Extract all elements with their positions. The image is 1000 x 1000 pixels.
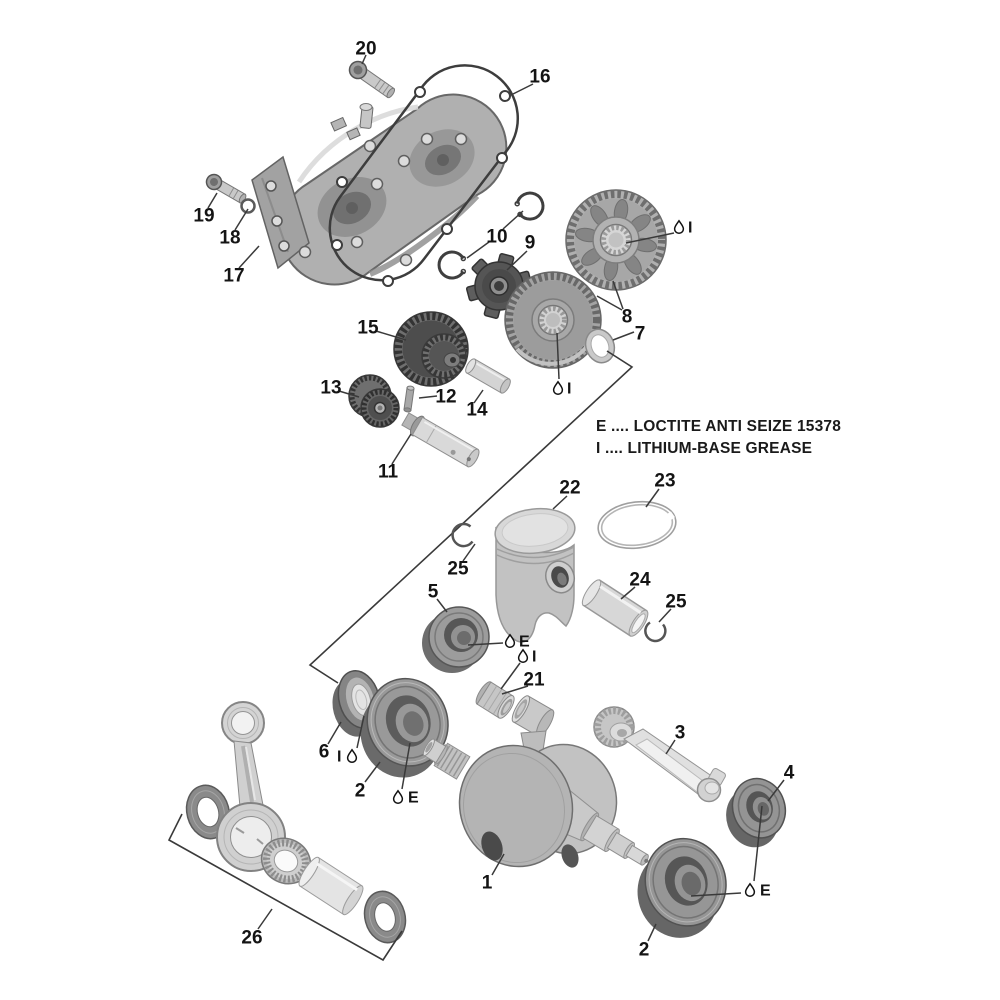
callout-13: 13 [320,378,341,399]
callout-12: 12 [435,387,456,408]
chem-e-bearing2-lower: E [760,883,771,900]
oil-drop-icon [392,790,404,805]
callout-21: 21 [523,670,545,691]
part-bearing-4 [726,777,787,848]
part-gear-13 [348,374,400,428]
chem-i-bushing: I [532,649,536,666]
assembly-divider-line [308,350,634,684]
callout-18: 18 [219,228,240,249]
legend: E .... LOCTITE ANTI SEIZE 15378 I .... L… [596,418,841,457]
part-bolt-20 [348,60,396,99]
conrod-crank-pin [298,856,364,916]
legend-line-1: E .... LOCTITE ANTI SEIZE 15378 [596,418,841,435]
part-ring-23 [597,500,677,550]
part-washer-18 [240,198,256,214]
part-pin-12 [403,385,415,413]
crank-left-stub [422,738,471,780]
leader-lines [207,54,785,942]
chem-e-bearing5: E [519,634,530,651]
part-circlip-10b [437,250,467,280]
oil-drop-icon [552,381,564,396]
part-gasket [328,64,519,287]
part-bearing-5 [422,606,490,673]
callout-23: 23 [654,471,675,492]
part-gear-8-upper [565,189,667,291]
kit-bracket-26 [167,813,403,962]
callout-labels: 20 16 19 18 17 10 9 8 7 15 13 12 14 11 2… [193,39,794,961]
callout-15: 15 [357,318,379,339]
part-circlip-25b [644,621,667,643]
cover-bolt-bosses [298,132,468,267]
legend-line-2: I .... LITHIUM-BASE GREASE [596,440,812,457]
callout-22: 22 [559,478,580,499]
oil-drop-icon [517,649,529,664]
part-balance-shaft [593,706,726,803]
part-pin-24 [581,579,649,637]
conrod-washer-right [363,890,407,944]
oil-drop-icon [744,883,756,898]
callout-25b: 25 [665,592,687,613]
callout-7: 7 [635,324,646,345]
chem-i-top: I [688,220,692,237]
part-shaft-11 [401,412,480,468]
callout-2-lower: 2 [639,940,650,961]
part-piston-22 [494,507,576,643]
part-oring-7 [584,328,616,364]
callout-26: 26 [241,928,262,949]
part-conrod-kit [167,701,407,962]
callout-24: 24 [629,570,651,591]
callout-2-upper: 2 [355,781,366,802]
lubricant-marks: I I E I I E E [337,220,771,900]
callout-25a: 25 [447,559,469,580]
part-crankshaft [422,695,649,868]
chem-e-bearing2-upper: E [408,790,419,807]
part-gear-15 [393,311,469,387]
callout-9: 9 [525,233,536,254]
callout-10: 10 [486,227,507,248]
callout-11: 11 [378,462,399,483]
callout-5: 5 [428,582,439,603]
callout-14: 14 [466,400,488,421]
part-pin-14 [465,358,511,394]
callout-17: 17 [223,266,244,287]
chem-i-mid: I [567,381,571,398]
callout-19: 19 [193,206,214,227]
callout-16: 16 [529,67,550,88]
callout-8: 8 [622,307,633,328]
callout-20: 20 [355,39,376,60]
part-circlip-25a [451,522,474,548]
part-bearing-2-lower [637,837,727,938]
oil-drop-icon [346,749,358,764]
oil-drop-icon [673,220,685,235]
part-bolt-19 [205,173,247,204]
crank-pin-boss [511,695,555,737]
part-circlip-10a [514,191,545,221]
callout-3: 3 [675,723,686,744]
part-gear-8-lower [504,271,602,369]
callout-6: 6 [319,742,330,763]
part-cover [251,93,508,286]
callout-1: 1 [482,873,493,894]
part-bushing-21 [475,681,515,719]
callout-4: 4 [784,763,795,784]
chem-i-seal: I [337,749,341,766]
